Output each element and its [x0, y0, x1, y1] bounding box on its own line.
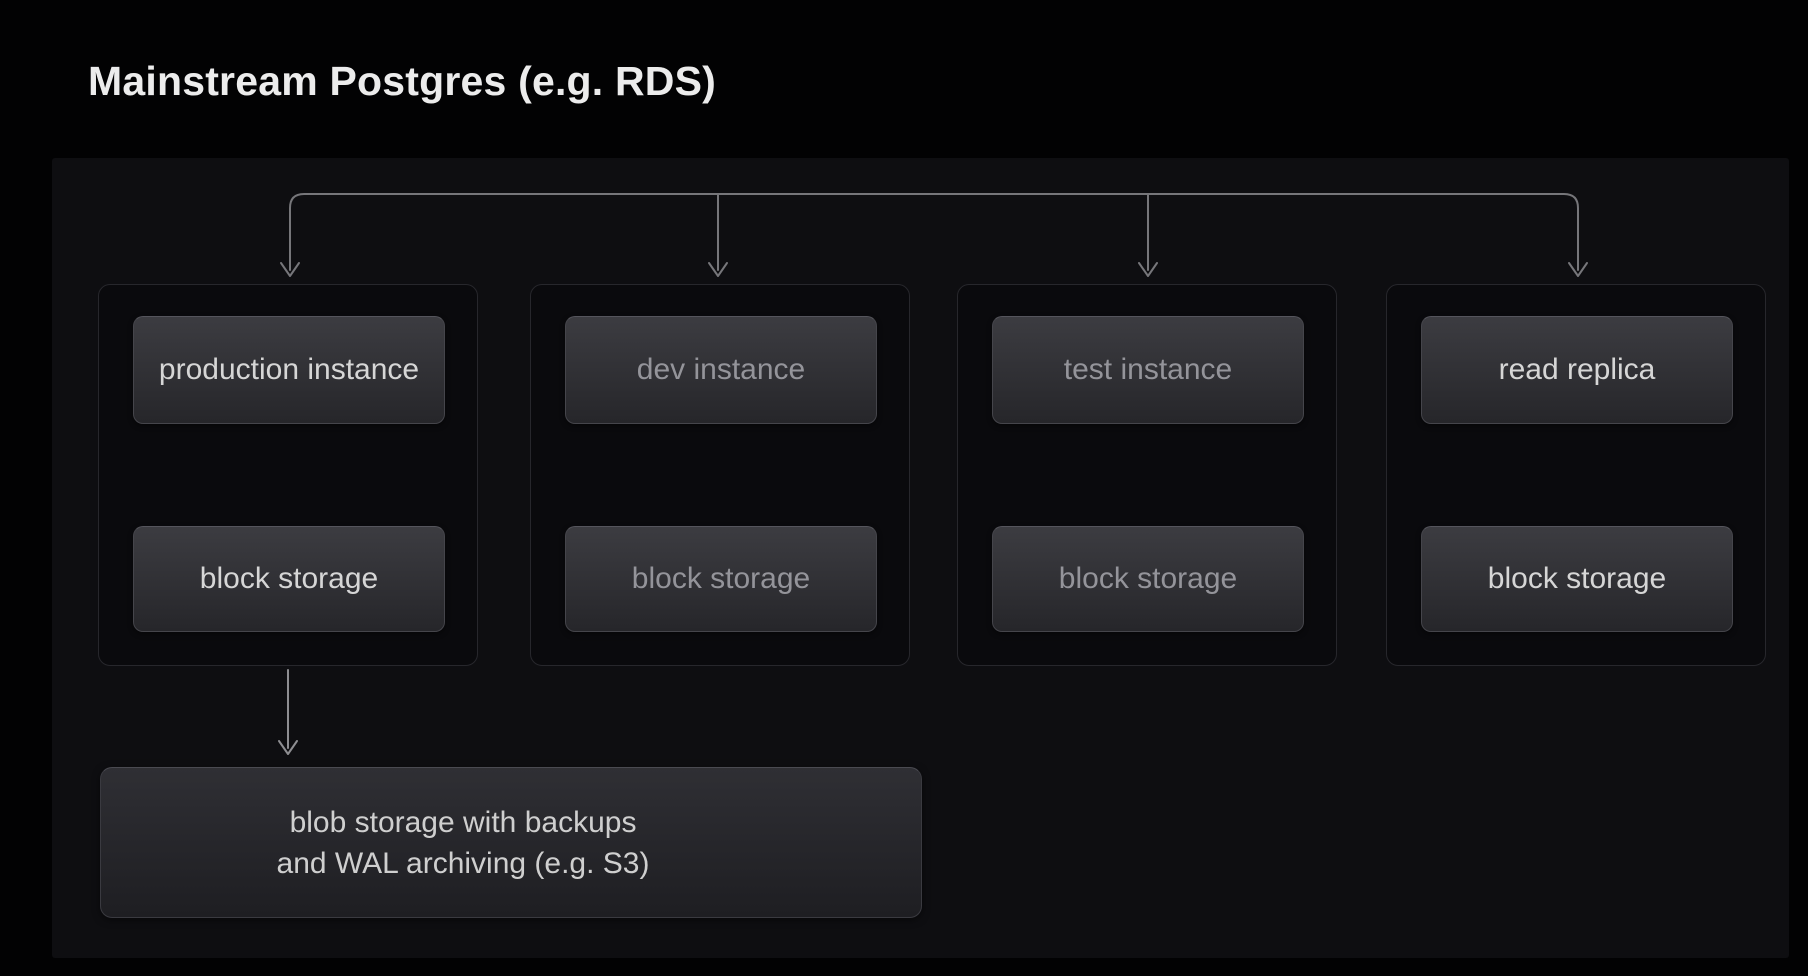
node-blob-storage: blob storage with backups and WAL archiv…	[100, 767, 922, 918]
node-read-replica: read replica	[1421, 316, 1733, 424]
node-read-replica-block-storage: block storage	[1421, 526, 1733, 632]
blob-storage-label-line2: and WAL archiving (e.g. S3)	[276, 846, 650, 880]
group-dev: dev instance block storage	[530, 284, 910, 666]
blob-storage-label: blob storage with backups and WAL archiv…	[101, 802, 825, 884]
node-dev-block-storage: block storage	[565, 526, 877, 632]
node-test-block-storage: block storage	[992, 526, 1304, 632]
group-test: test instance block storage	[957, 284, 1337, 666]
node-production-block-storage: block storage	[133, 526, 445, 632]
blob-storage-label-line1: blob storage with backups	[289, 805, 637, 839]
group-read-replica: read replica block storage	[1386, 284, 1766, 666]
node-test-instance: test instance	[992, 316, 1304, 424]
page-title: Mainstream Postgres (e.g. RDS)	[88, 58, 716, 104]
group-production: production instance block storage	[98, 284, 478, 666]
node-dev-instance: dev instance	[565, 316, 877, 424]
node-production-instance: production instance	[133, 316, 445, 424]
